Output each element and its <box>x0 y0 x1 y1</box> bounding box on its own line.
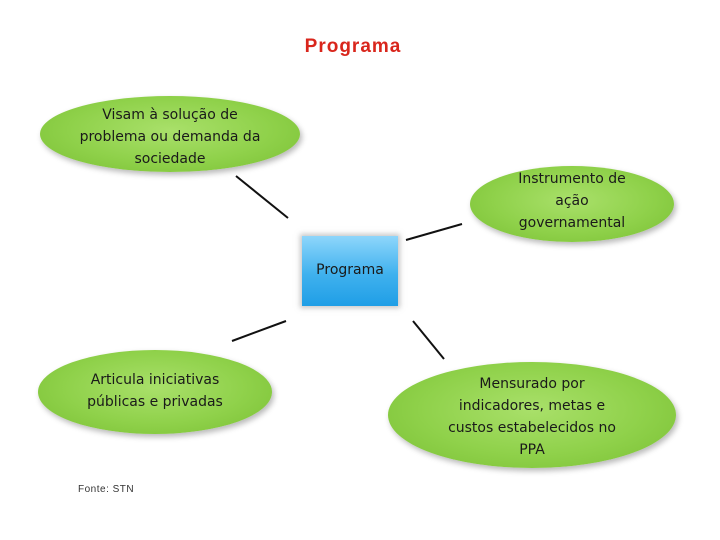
center-program-box <box>302 236 398 306</box>
node-bottom-right-line-3: custos estabelecidos no <box>448 420 616 436</box>
node-top-left-ellipse <box>40 96 300 172</box>
node-top-right-line-3: governamental <box>518 215 626 231</box>
connector-bottom-left <box>231 320 287 342</box>
node-bottom-left-text: Articula iniciativas públicas e privadas <box>38 369 272 413</box>
diagram-title: Programa <box>304 36 402 57</box>
node-top-right-text: Instrumento de ação governamental <box>470 168 674 234</box>
node-top-left-line-1: Visam à solução de <box>102 107 238 123</box>
source-caption: Fonte: STN <box>78 484 135 495</box>
node-top-right-line-1: Instrumento de <box>518 171 626 187</box>
connector-top-right <box>405 223 463 241</box>
node-bottom-right-line-2: indicadores, metas e <box>458 398 606 414</box>
node-bottom-left-ellipse <box>38 350 272 434</box>
node-bottom-left-line-2: públicas e privadas <box>87 394 223 410</box>
node-bottom-right-ellipse <box>388 362 676 468</box>
node-top-left-text: Visam à solução de problema ou demanda d… <box>40 104 300 170</box>
connector-bottom-right <box>412 320 445 360</box>
node-top-right-ellipse <box>470 166 674 242</box>
node-bottom-right-text: Mensurado por indicadores, metas e custo… <box>388 373 676 461</box>
connector-top-left <box>235 175 289 219</box>
center-program-label: Programa <box>316 262 384 278</box>
node-top-left-line-2: problema ou demanda da <box>79 129 261 145</box>
node-bottom-right-line-4: PPA <box>519 442 545 458</box>
node-top-right-line-2: ação <box>555 193 589 209</box>
node-top-left-line-3: sociedade <box>134 151 206 167</box>
node-bottom-right-line-1: Mensurado por <box>479 376 585 392</box>
node-bottom-left-line-1: Articula iniciativas <box>90 372 220 388</box>
